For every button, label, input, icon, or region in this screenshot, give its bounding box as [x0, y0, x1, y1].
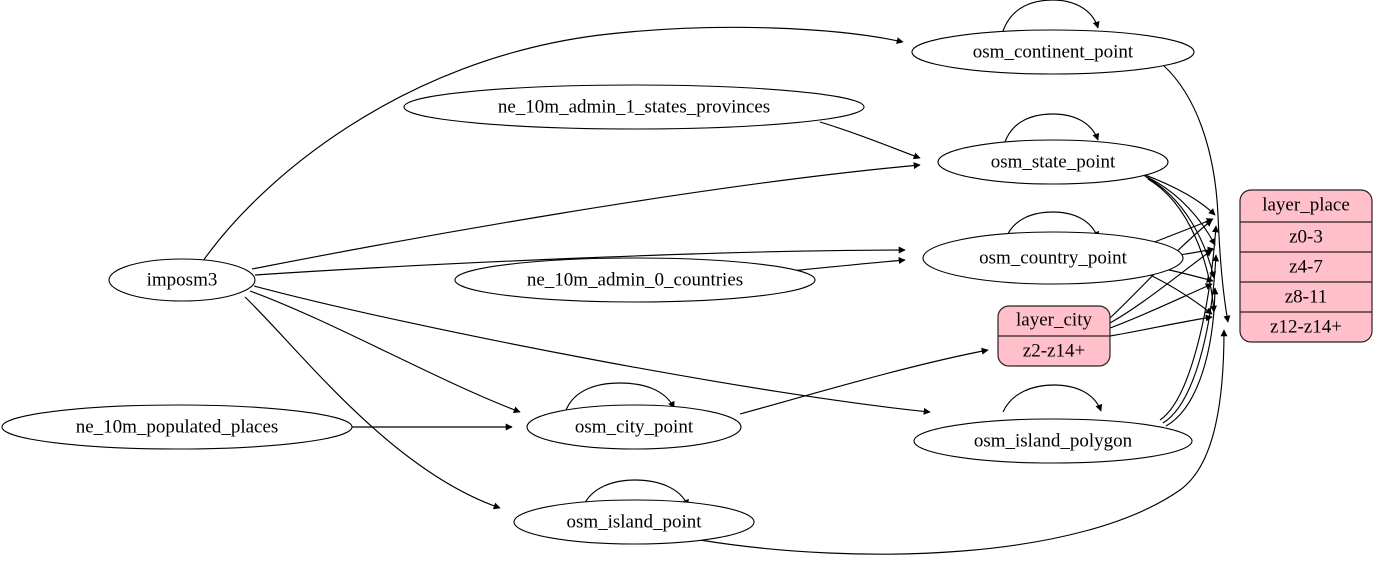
record-layer-city-title: layer_city	[1016, 309, 1092, 330]
edge-self-osm-state-point	[1004, 113, 1100, 143]
edge-ne-countries-osm-country-point	[789, 257, 906, 272]
edge-self-osm-island-point	[582, 479, 689, 508]
edge-self-osm-city-point	[565, 382, 675, 411]
node-ne-10m-populated-places[interactable]: ne_10m_populated_places	[1, 404, 353, 450]
edge-layer-city-layer-place-z8-11	[1109, 283, 1213, 329]
edge-osm-country-point-layer-place-z0-3	[1151, 218, 1214, 244]
node-layer: imposm3 ne_10m_admin_1_states_provinces …	[1, 29, 1373, 545]
edge-ne-states-osm-state-point	[819, 121, 921, 160]
edge-osm-state-point-layer-place-z12-z14	[1147, 178, 1217, 313]
edge-layer-city-layer-place-z4-7	[1109, 249, 1213, 324]
edge-imposm3-osm-state-point	[251, 162, 921, 270]
node-osm-island-point-label: osm_island_point	[566, 511, 702, 532]
record-layer-place-row-2[interactable]: z8-11	[1285, 286, 1328, 307]
node-osm-island-polygon[interactable]: osm_island_polygon	[913, 418, 1193, 464]
edge-self-osm-country-point	[1004, 211, 1100, 241]
edge-self-osm-island-polygon	[1002, 384, 1103, 413]
edge-osm-city-point-layer-city	[739, 347, 989, 415]
node-ne-populated-label: ne_10m_populated_places	[76, 416, 279, 437]
node-osm-country-point-label: osm_country_point	[979, 247, 1127, 268]
node-ne-10m-admin-0-countries[interactable]: ne_10m_admin_0_countries	[454, 257, 816, 303]
node-osm-island-polygon-label: osm_island_polygon	[974, 430, 1133, 451]
edge-imposm3-osm-continent-point	[202, 26, 904, 262]
edge-self-osm-continent-point	[1002, 0, 1100, 32]
record-layer-city[interactable]: layer_city z2-z14+	[997, 305, 1111, 367]
edge-imposm3-osm-island-point	[244, 296, 501, 510]
edge-osm-island-polygon-layer-place-z4-7	[1162, 254, 1220, 424]
edge-osm-country-point-layer-place-z12-z14	[1147, 273, 1213, 315]
edge-layer-city-layer-place-z12-z14	[1109, 314, 1213, 337]
node-osm-continent-point-label: osm_continent_point	[973, 41, 1134, 62]
edge-osm-state-point-layer-place-z4-7	[1142, 174, 1216, 246]
node-osm-state-point[interactable]: osm_state_point	[937, 139, 1169, 185]
record-layer-place[interactable]: layer_place z0-3 z4-7 z8-11 z12-z14+	[1239, 189, 1373, 343]
node-ne-10m-admin-1-states-provinces[interactable]: ne_10m_admin_1_states_provinces	[403, 84, 865, 130]
edge-osm-state-point-layer-place-z0-3	[1139, 172, 1216, 216]
edge-osm-continent-point-layer-place	[1162, 64, 1231, 323]
node-ne-states-label: ne_10m_admin_1_states_provinces	[498, 96, 770, 117]
record-layer-place-row-0[interactable]: z0-3	[1289, 226, 1323, 247]
node-osm-city-point-label: osm_city_point	[575, 416, 694, 437]
record-layer-city-row-0[interactable]: z2-z14+	[1023, 340, 1085, 361]
node-osm-city-point[interactable]: osm_city_point	[526, 404, 742, 450]
node-osm-continent-point[interactable]: osm_continent_point	[911, 29, 1195, 75]
node-ne-countries-label: ne_10m_admin_0_countries	[527, 269, 743, 290]
edge-imposm3-osm-country-point	[254, 246, 906, 276]
record-layer-place-title: layer_place	[1262, 194, 1350, 215]
node-osm-island-point[interactable]: osm_island_point	[513, 499, 755, 545]
edge-imposm3-osm-island-polygon	[253, 285, 931, 415]
node-osm-country-point[interactable]: osm_country_point	[922, 231, 1184, 285]
edge-osm-island-point-layer-place	[699, 329, 1228, 555]
node-imposm3-label: imposm3	[147, 269, 218, 290]
edge-osm-island-polygon-layer-place-z8-11	[1165, 287, 1219, 427]
edge-osm-state-point-layer-place-z8-11	[1145, 176, 1217, 279]
node-imposm3[interactable]: imposm3	[108, 258, 256, 302]
edge-imposm3-osm-city-point	[249, 290, 521, 414]
record-layer-place-row-3[interactable]: z12-z14+	[1270, 316, 1342, 337]
record-layer-place-row-1[interactable]: z4-7	[1289, 256, 1323, 277]
node-osm-state-point-label: osm_state_point	[991, 151, 1116, 172]
